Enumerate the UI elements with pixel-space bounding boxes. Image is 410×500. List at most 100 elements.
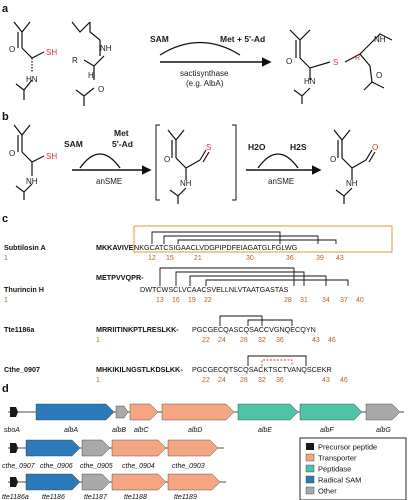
gene-tte1186	[25, 473, 81, 491]
acceptor-residue-a2	[71, 21, 105, 106]
svg-text:22: 22	[202, 377, 210, 384]
enzyme-label-a: sactisynthase	[180, 69, 229, 78]
gene-labels-row1: sboA albA albB albC albD albE albF albG	[4, 427, 391, 434]
legend-swatch-radical-sam	[305, 475, 315, 484]
svg-text:36: 36	[276, 377, 284, 384]
carbonyl-o-b3: O	[330, 155, 336, 164]
svg-text:19: 19	[188, 297, 196, 304]
seq-core-tte1186a: PGCGECQASCQSACCVGNQECQYN	[192, 325, 316, 334]
h2s-label: H2S	[290, 142, 307, 152]
thioether-links-cthe0907	[247, 355, 307, 366]
svg-text:30: 30	[246, 255, 254, 262]
enzyme-label-b2: anSME	[268, 177, 294, 186]
svg-text:cthe_0907: cthe_0907	[2, 463, 36, 470]
thiocarbonyl-s: S	[206, 143, 211, 152]
svg-text:36: 36	[286, 255, 294, 262]
gene-albC	[129, 403, 159, 421]
gene-cthe0903	[167, 439, 219, 457]
sam-curved-arrow-b	[79, 153, 121, 169]
amine-label-b1: NH	[26, 177, 38, 186]
sam-curved-arrow	[159, 41, 241, 56]
legend-label-transporter: Transporter	[318, 454, 357, 463]
gene-tte1189	[167, 473, 221, 491]
residue-numbers-tte1186a: 1 22 24 28 32 36 43 46	[96, 337, 336, 344]
legend-box	[299, 437, 407, 500]
amine-label-b3: NH	[346, 179, 358, 188]
legend-label-other: Other	[318, 487, 337, 496]
svg-text:43: 43	[336, 255, 344, 262]
svg-text:37: 37	[340, 297, 348, 304]
bracket-right	[232, 124, 237, 201]
svg-text:cthe_0906: cthe_0906	[40, 463, 73, 470]
thiol-label-a1: SH	[46, 48, 57, 57]
amine-hn-p: HN	[304, 77, 316, 86]
gene-albD	[161, 403, 235, 421]
legend-items: Precursor peptide Transporter Peptidase …	[305, 443, 377, 496]
svg-text:13: 13	[156, 297, 164, 304]
legend-swatch-other	[305, 486, 315, 495]
svg-text:tte1187: tte1187	[84, 494, 108, 500]
svg-text:22: 22	[202, 337, 210, 344]
enzyme-label-b1: anSME	[96, 177, 122, 186]
svg-text:39: 39	[316, 255, 324, 262]
met-label-b: Met	[114, 128, 129, 138]
legend-swatch-peptidase	[305, 464, 315, 473]
seq-prefix-cthe0907: MHKIKILNGSTLKDSLKK-	[96, 365, 183, 374]
svg-text:cthe_0905: cthe_0905	[80, 463, 113, 470]
sactionine-product	[289, 29, 393, 104]
thioether-links-subtilosin	[151, 231, 337, 244]
svg-text:21: 21	[194, 255, 202, 262]
legend-swatch-transporter	[305, 453, 315, 462]
svg-text:albD: albD	[188, 427, 202, 434]
gene-cthe0905	[81, 439, 111, 457]
seq-name-cthe0907: Cthe_0907	[4, 365, 40, 374]
thiol-label-b1: SH	[46, 152, 57, 161]
alpha-h-a2: H	[88, 71, 94, 80]
svg-text:sboA: sboA	[4, 427, 20, 434]
gene-tte1187	[81, 473, 111, 491]
alpha-r-p: R	[355, 55, 360, 62]
r-group-a2: R	[72, 56, 78, 65]
svg-text:28: 28	[240, 337, 248, 344]
carbonyl-o-a1: O	[9, 45, 15, 54]
svg-text:16: 16	[172, 297, 180, 304]
enzyme-example-a: (e.g. AlbA)	[186, 79, 224, 88]
carbonyl-o-a2: O	[98, 85, 104, 94]
svg-text:albG: albG	[376, 427, 391, 434]
svg-text:46: 46	[328, 337, 336, 344]
svg-text:43: 43	[322, 377, 330, 384]
svg-text:34: 34	[322, 297, 330, 304]
gene-cthe0907	[10, 443, 18, 453]
aldehyde-product	[333, 129, 376, 204]
legend-label-precursor: Precursor peptide	[318, 443, 377, 452]
carbonyl-o-b1: O	[9, 149, 15, 158]
svg-text:32: 32	[258, 377, 266, 384]
sam-label-a: SAM	[150, 34, 169, 44]
amide-nh-p: NH	[374, 35, 386, 44]
svg-text:36: 36	[276, 337, 284, 344]
gene-albE	[237, 403, 299, 421]
svg-text:46: 46	[340, 377, 348, 384]
svg-text:cthe_0903: cthe_0903	[172, 463, 205, 470]
amide-nh-a2: NH	[100, 44, 112, 53]
gene-labels-row3: tte1186a tte1186 tte1187 tte1188 tte1189	[2, 494, 197, 500]
svg-text:28: 28	[240, 377, 248, 384]
seq-prefix-subtilosin: MKKAVIVE-	[96, 243, 136, 252]
svg-text:40: 40	[356, 297, 364, 304]
seq-name-subtilosin: Subtilosin A	[4, 243, 46, 252]
svg-text:12: 12	[148, 255, 156, 262]
seq-name-thurincin: Thurincin H	[4, 285, 44, 294]
h2o-label: H2O	[248, 142, 266, 152]
seq-name-tte1186a: Tte1186a	[4, 325, 35, 334]
cysteine-residue-b1	[13, 124, 45, 200]
legend-label-peptidase: Peptidase	[318, 465, 351, 474]
svg-text:1: 1	[96, 377, 100, 384]
thioaldehyde-intermediate	[167, 129, 210, 204]
svg-text:albA: albA	[64, 427, 78, 434]
svg-text:1: 1	[96, 337, 100, 344]
residue-numbers-cthe0907: 1 22 24 28 32 36 43 46	[96, 377, 348, 384]
panel-label-d: d	[2, 383, 9, 395]
putative-link-cthe0907	[261, 359, 293, 366]
sam-label-b: SAM	[64, 139, 83, 149]
